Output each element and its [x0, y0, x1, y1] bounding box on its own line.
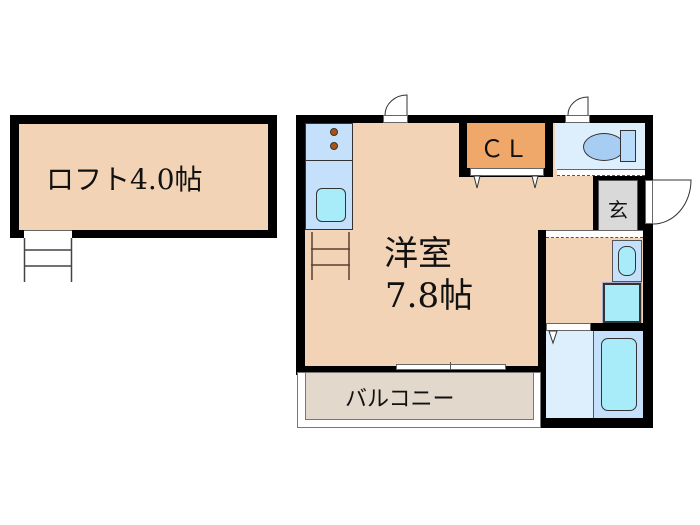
entrance-label: 玄	[608, 198, 628, 222]
vanity-sink	[602, 282, 642, 324]
room-door-swing-icon[interactable]	[383, 94, 408, 116]
room-ladder-icon	[311, 232, 350, 280]
balcony-label: バルコニー	[345, 387, 455, 412]
balcony	[305, 372, 534, 420]
washroom-door[interactable]	[546, 230, 643, 238]
closet-door-hinge-icon	[473, 175, 539, 189]
loft-ladder-icon	[23, 238, 73, 282]
toilet-top-door-swing-icon[interactable]	[565, 96, 590, 116]
toilet-door-opening	[565, 115, 590, 123]
loft-label: ロフト4.0帖	[46, 163, 203, 196]
entrance	[598, 180, 638, 232]
balcony-window[interactable]	[396, 364, 506, 370]
closet	[467, 123, 545, 168]
closet-door[interactable]	[470, 168, 544, 176]
kitchen-stove	[305, 123, 353, 161]
window-divider	[450, 362, 451, 370]
bath-door[interactable]	[546, 323, 591, 331]
closet-label: ＣＬ	[480, 135, 528, 163]
stove-burner-icon	[330, 128, 338, 136]
bath-entry	[546, 331, 594, 418]
room-door-opening	[383, 115, 408, 123]
toilet-tank-icon	[620, 130, 636, 162]
bathtub-icon	[601, 338, 637, 411]
stove-burner-icon	[330, 142, 338, 150]
bath-door-hinge-icon	[548, 330, 558, 345]
washer-icon	[618, 246, 636, 276]
loft-room	[19, 124, 268, 230]
entrance-door-swing-icon[interactable]	[652, 179, 693, 225]
room-size-label: 7.8帖	[385, 276, 474, 316]
toilet-door[interactable]	[557, 169, 645, 176]
kitchen-sink-icon	[316, 188, 346, 222]
entrance-door-opening	[645, 180, 653, 224]
bath-divider-wall	[546, 323, 643, 331]
room-name-label: 洋室	[384, 234, 452, 274]
loft-ladder-opening	[24, 230, 72, 238]
toilet-bowl-icon	[583, 133, 625, 161]
western-room-lower	[305, 228, 538, 366]
